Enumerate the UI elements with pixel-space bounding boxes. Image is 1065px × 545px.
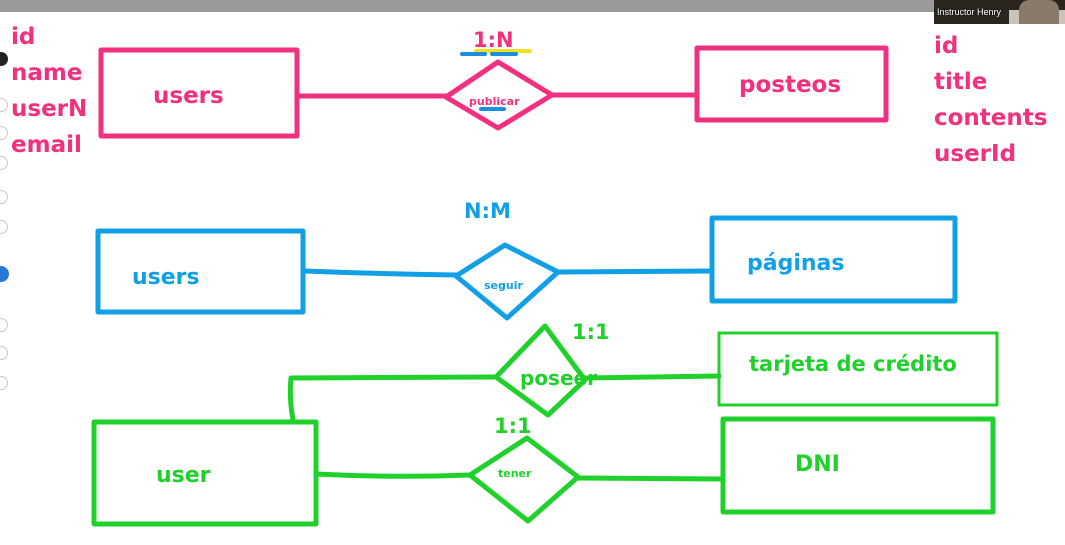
entity-tarjeta-label: tarjeta de crédito <box>749 352 957 376</box>
relation-tener-diamond <box>467 435 581 524</box>
left-attr-2: name <box>11 60 82 86</box>
green-link-tener-dni <box>575 475 726 482</box>
tool-rail <box>0 40 12 400</box>
presenter-name: Instructor Henry <box>937 7 1002 17</box>
entity-user-label: user <box>156 463 211 488</box>
right-attr-4: userId <box>934 141 1016 167</box>
blue-link-left <box>302 268 459 278</box>
relation-publicar-diamond <box>443 59 555 131</box>
entity-posteos-label: posteos <box>739 72 841 98</box>
right-attr-2: title <box>934 69 987 95</box>
relation-seguir-diamond <box>453 242 561 321</box>
green-link-user-poseer <box>287 374 499 423</box>
entity-users-1-box <box>98 47 300 139</box>
relation-tener-label: tener <box>498 467 532 480</box>
relation-poseer-diamond <box>493 323 588 418</box>
cardinality-nm: N:M <box>464 199 511 223</box>
left-attr-4: email <box>11 132 82 158</box>
entity-paginas-box <box>709 215 958 304</box>
entity-dni-label: DNI <box>795 452 840 477</box>
entity-tarjeta-box <box>717 331 999 407</box>
left-attr-1: id <box>11 24 35 50</box>
presenter-figure <box>1019 0 1059 24</box>
presenter-video: Instructor Henry <box>934 0 1065 24</box>
relation-seguir-label: seguir <box>484 279 523 292</box>
right-attr-1: id <box>934 33 958 59</box>
cardinality-1n: 1:N <box>473 28 514 52</box>
entity-users-2-box <box>95 228 306 315</box>
green-link-poseer-tarjeta <box>582 373 722 381</box>
relation-publicar-label: publicar <box>469 95 520 108</box>
blue-link-right <box>555 268 715 275</box>
entity-users-1-label: users <box>153 83 224 109</box>
entity-paginas-label: páginas <box>747 251 845 276</box>
cardinality-11-tener: 1:1 <box>494 414 532 438</box>
entity-users-2-label: users <box>132 265 200 290</box>
right-attr-3: contents <box>934 105 1047 131</box>
entity-dni-box <box>720 416 996 515</box>
cardinality-11-poseer: 1:1 <box>572 320 610 344</box>
relation-poseer-label: poseer <box>520 366 597 390</box>
left-attr-3: userN <box>11 96 87 122</box>
entity-posteos-box <box>694 45 889 123</box>
green-link-user-tener <box>313 471 473 479</box>
